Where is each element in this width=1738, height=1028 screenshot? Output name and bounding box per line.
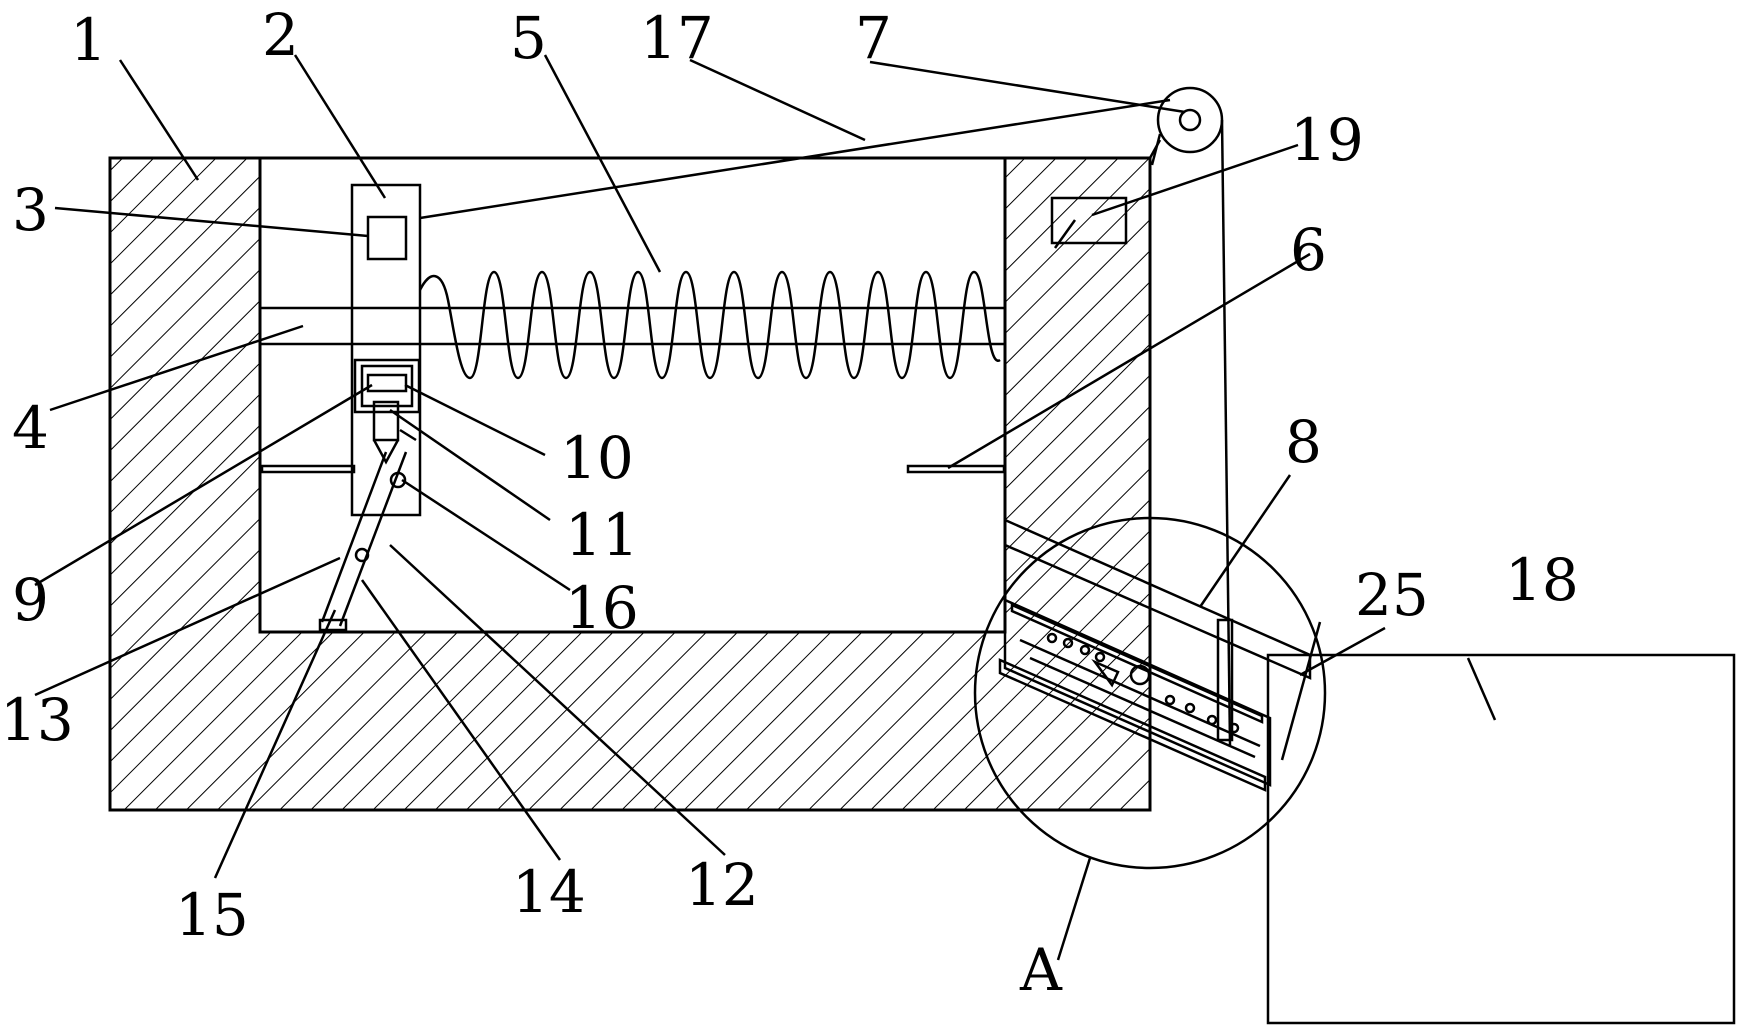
leader-lines bbox=[34, 54, 1497, 961]
spring bbox=[418, 270, 1001, 380]
left-plate bbox=[260, 464, 356, 474]
label-9: 9 bbox=[12, 566, 49, 634]
label-10: 10 bbox=[560, 424, 634, 492]
telescopic-arm bbox=[318, 428, 417, 632]
label-17: 17 bbox=[640, 4, 714, 72]
motor-housing bbox=[353, 358, 421, 414]
belt-right bbox=[1220, 119, 1232, 746]
part-labels: 1 2 3 4 5 17 7 19 6 8 10 11 16 9 13 15 1… bbox=[0, 1, 1579, 1004]
label-6: 6 bbox=[1290, 216, 1327, 284]
label-4: 4 bbox=[12, 394, 49, 462]
slider-block bbox=[350, 183, 422, 517]
cylinder-block bbox=[372, 400, 400, 442]
label-A: A bbox=[1019, 936, 1063, 1004]
label-5: 5 bbox=[510, 4, 547, 72]
receiving-box bbox=[1266, 653, 1736, 1025]
label-19: 19 bbox=[1290, 106, 1364, 174]
label-15: 15 bbox=[175, 881, 249, 949]
label-2: 2 bbox=[262, 1, 299, 69]
sensor-box bbox=[366, 215, 408, 261]
pulley bbox=[419, 86, 1234, 746]
label-13: 13 bbox=[0, 686, 74, 754]
label-8: 8 bbox=[1285, 408, 1322, 476]
label-7: 7 bbox=[855, 4, 892, 72]
label-11: 11 bbox=[565, 501, 639, 569]
label-25: 25 bbox=[1355, 561, 1429, 629]
label-14: 14 bbox=[512, 858, 586, 926]
label-16: 16 bbox=[565, 574, 639, 642]
guide-rod bbox=[258, 306, 1007, 346]
label-18: 18 bbox=[1505, 546, 1579, 614]
cable-17 bbox=[419, 98, 1171, 220]
outlet-chute bbox=[1003, 518, 1312, 680]
control-box bbox=[1050, 196, 1128, 245]
right-plate bbox=[906, 464, 1006, 474]
label-12: 12 bbox=[685, 851, 759, 919]
label-1: 1 bbox=[70, 6, 107, 74]
detail-circle-a bbox=[973, 516, 1327, 870]
label-3: 3 bbox=[12, 176, 49, 244]
pivot-16 bbox=[389, 471, 407, 489]
